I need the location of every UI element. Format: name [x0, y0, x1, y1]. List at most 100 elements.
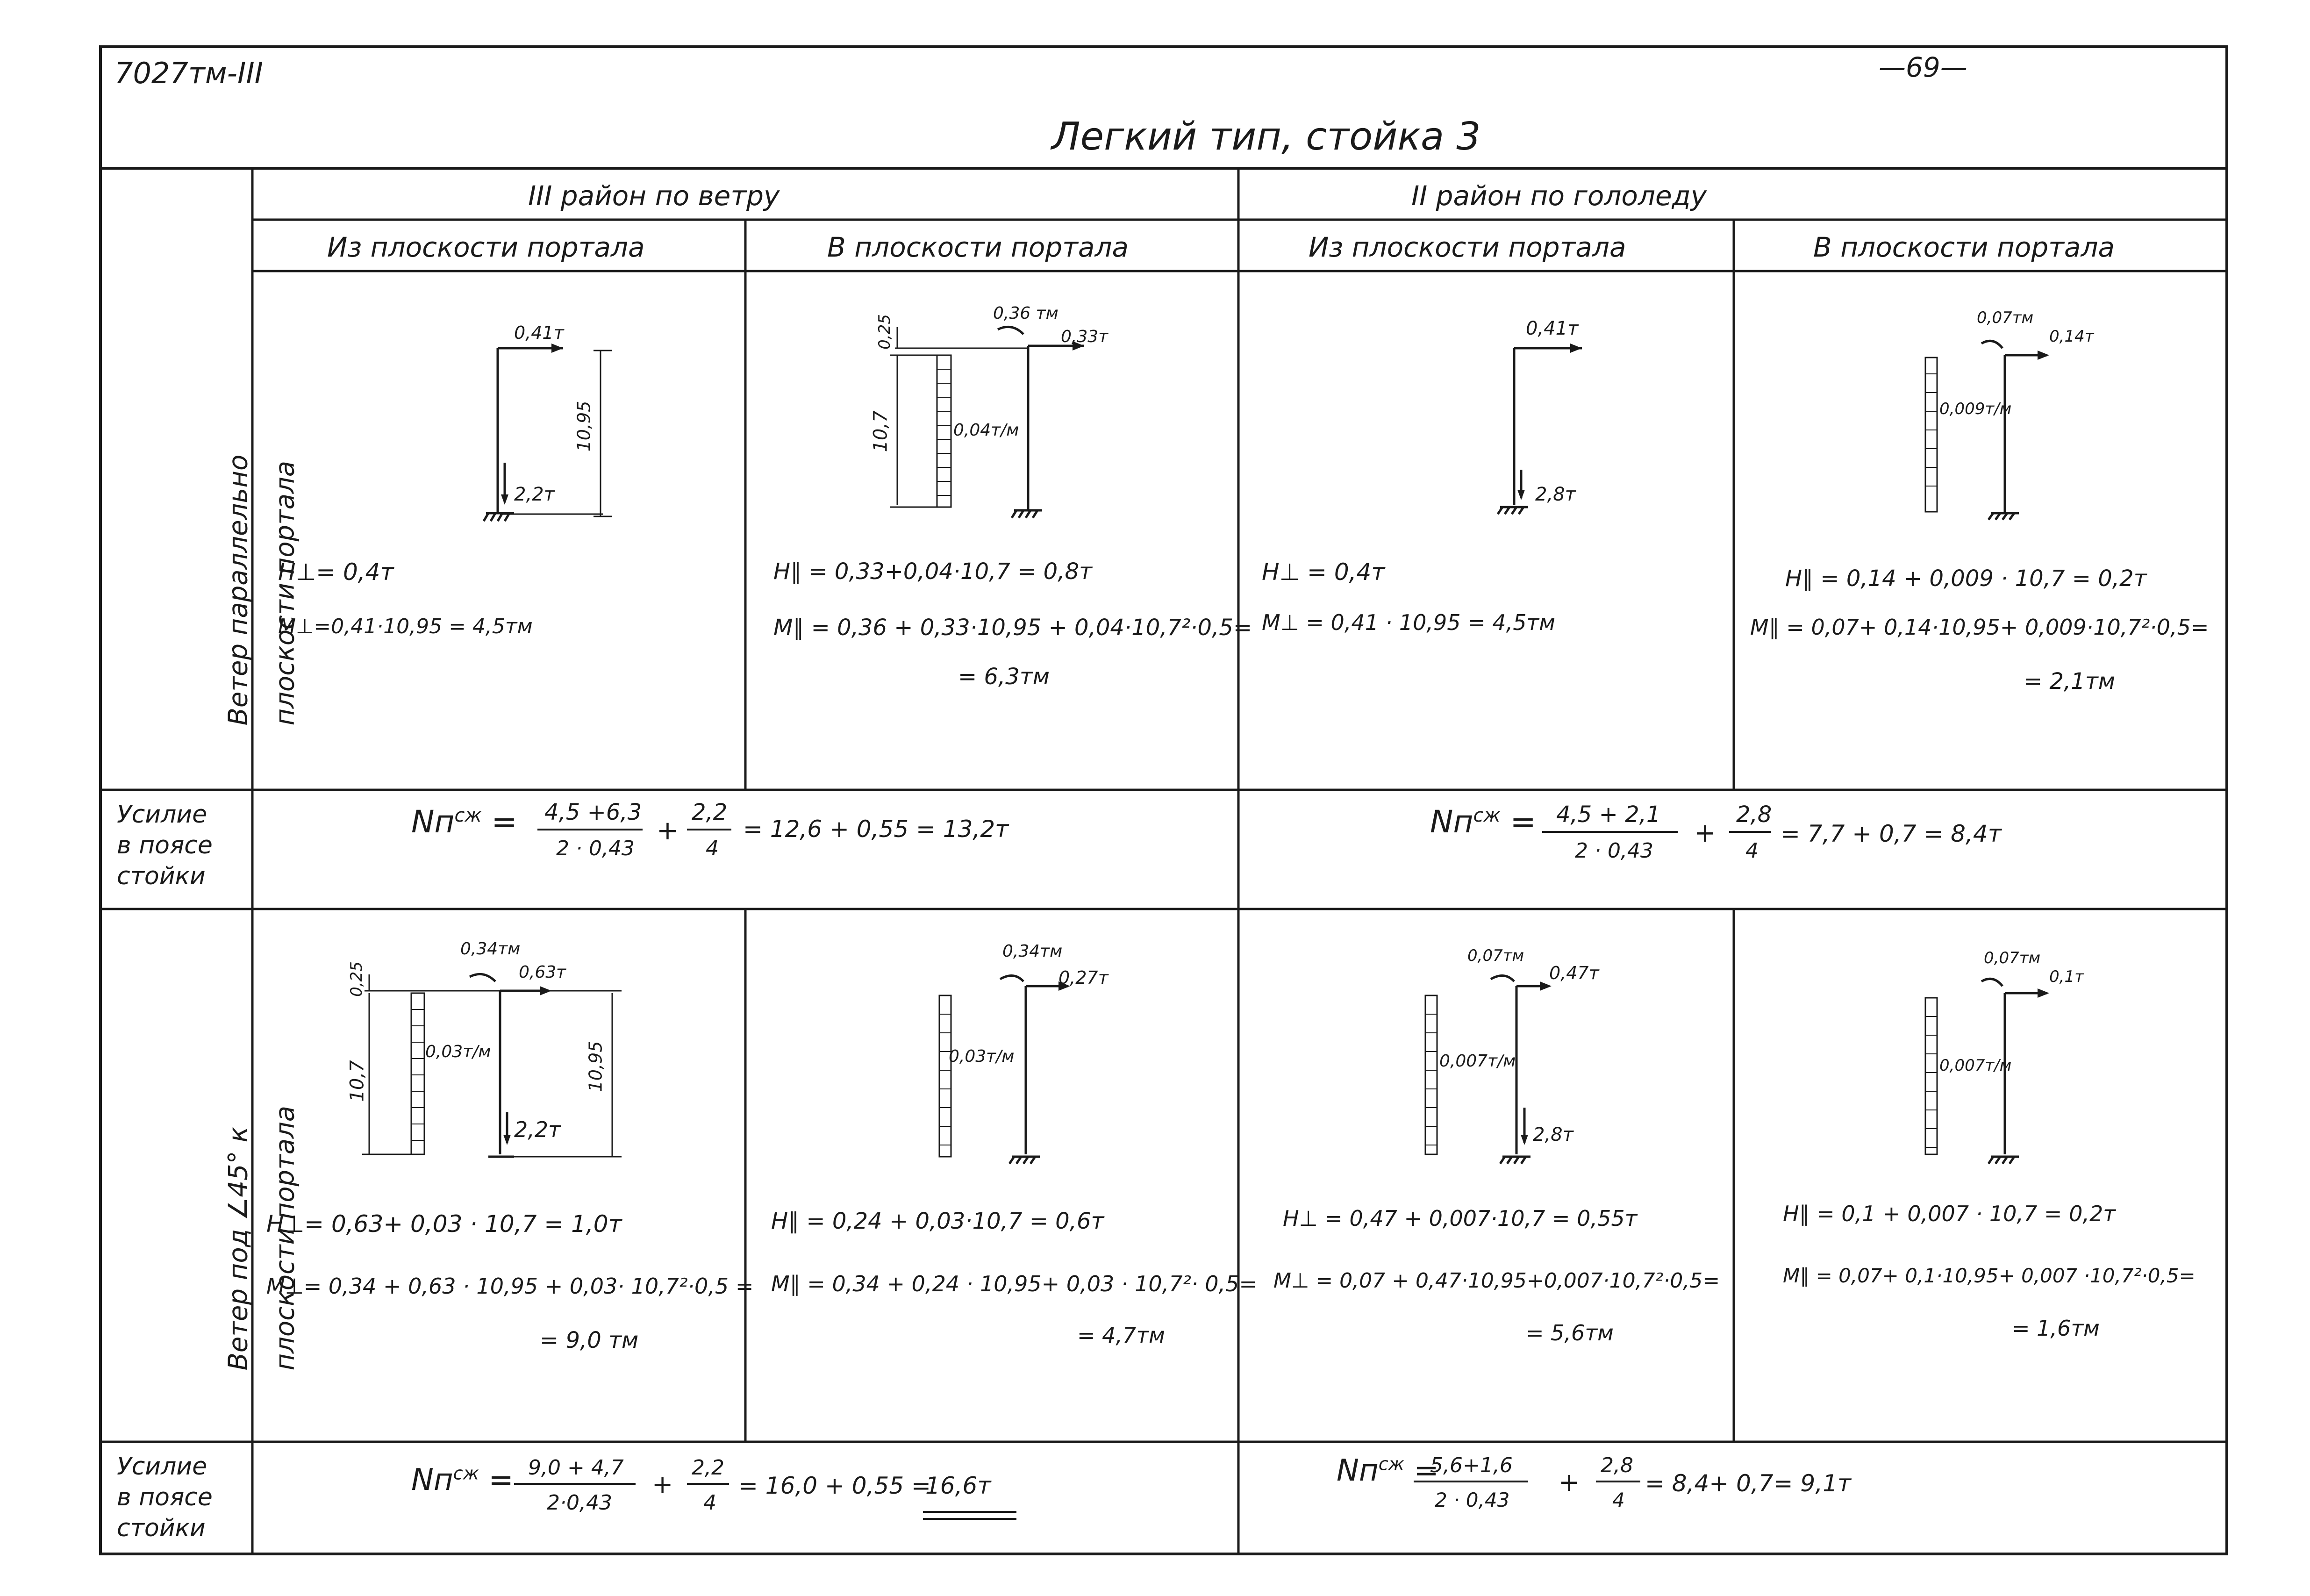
r3c1-offset: 0,25 [347, 961, 366, 997]
r3c1-formula-m: M⊥= 0,34 + 0,63 · 10,95 + 0,03· 10,7²·0,… [266, 1274, 754, 1299]
r1c1-load-vert: 2,2т [514, 484, 555, 505]
r1c2-formula-h: H∥ = 0,33+0,04·10,7 = 0,8т [773, 558, 1092, 585]
r3c4-moment: 0,07тм [1984, 949, 2041, 967]
subheader-c3: Из плоскости портала [1309, 231, 1626, 263]
r4-left-final: 16,6т [925, 1472, 991, 1499]
r2-left-num2: 2,2 [692, 799, 728, 825]
r3c3-load-top: 0,47т [1549, 963, 1599, 983]
r3c1-moment: 0,34тм [460, 939, 521, 959]
r1c2-dist: 0,04т/м [953, 421, 1019, 440]
r4-left-num2: 2,2 [692, 1456, 724, 1480]
r3c4-load-top: 0,1т [2049, 967, 2084, 986]
r2-right-den1: 2 · 0,43 [1575, 839, 1653, 863]
r1c1-load-top: 0,41т [514, 322, 564, 343]
r4-left-den1: 2·0,43 [547, 1491, 612, 1515]
r2-right-num1: 4,5 + 2,1 [1556, 802, 1661, 828]
diagram-r1c3 [1496, 344, 1582, 515]
r3c1-load-top: 0,63т [519, 963, 566, 982]
r1c1-formula-h: H⊥= 0,4т [278, 558, 394, 586]
outer-frame [99, 45, 2228, 1555]
row1-label-b: плоскости портала [270, 460, 300, 726]
r1c2-moment: 0,36 тм [993, 304, 1058, 323]
r2-right-den2: 4 [1745, 839, 1759, 863]
r1c4-formula-m-result: = 2,1тм [2024, 668, 2115, 694]
row2-label: Усилие в поясе стойки [117, 801, 213, 890]
subheader-c2: В плоскости портала [827, 231, 1129, 263]
diagram-r3c4 [1924, 977, 2049, 1165]
r4-left-den2: 4 [703, 1491, 716, 1515]
r1c2-height: 10,7 [870, 410, 892, 452]
r1c4-dist: 0,009т/м [1939, 400, 2012, 418]
r4-right-den2: 4 [1612, 1489, 1625, 1511]
r4-left-num1: 9,0 + 4,7 [528, 1456, 624, 1480]
r1c4-moment: 0,07тм [1977, 308, 2034, 327]
diagram-r3c2 [938, 974, 1070, 1165]
r3c3-formula-h: H⊥ = 0,47 + 0,007·10,7 = 0,55т [1283, 1206, 1638, 1231]
r3c1-height-left: 10,7 [346, 1060, 368, 1102]
r4-right-rest: = 8,4+ 0,7= 9,1т [1645, 1470, 1852, 1497]
r1c1-formula-m: M⊥=0,41·10,95 = 4,5тм [278, 615, 533, 638]
r2-left-rest: = 12,6 + 0,55 = 13,2т [743, 816, 1009, 843]
r3c1-formula-m-result: = 9,0 тм [540, 1327, 639, 1353]
r2-left-den2: 4 [706, 837, 719, 860]
r3c4-formula-m: M∥ = 0,07+ 0,1·10,95+ 0,007 ·10,7²·0,5= [1783, 1264, 2196, 1287]
r1c3-load-top: 0,41т [1526, 318, 1579, 339]
r3c4-dist: 0,007т/м [1939, 1056, 2012, 1075]
r3c2-load-top: 0,27т [1058, 967, 1109, 988]
r2-left-lhs: Nпсж = [411, 804, 517, 840]
r1c2-formula-m: M∥ = 0,36 + 0,33·10,95 + 0,04·10,7²·0,5= [773, 615, 1252, 641]
r1c4-formula-m: M∥ = 0,07+ 0,14·10,95+ 0,009·10,7²·0,5= [1750, 615, 2209, 640]
r1c3-load-vert: 2,8т [1535, 484, 1576, 505]
r1c4-formula-h: H∥ = 0,14 + 0,009 · 10,7 = 0,2т [1785, 565, 2147, 592]
r2-left-plus: + [657, 816, 679, 846]
r3c3-moment: 0,07тм [1467, 946, 1524, 965]
row4-label: Усилие в поясе стойки [117, 1453, 213, 1542]
diagram-r1c1 [482, 344, 612, 522]
r2-right-num2: 2,8 [1736, 802, 1772, 828]
r3c2-formula-m: M∥ = 0,34 + 0,24 · 10,95+ 0,03 · 10,7²· … [771, 1271, 1257, 1296]
row3-label-b: плоскости портала [270, 1105, 300, 1371]
r4-right-lhs: Nпсж = [1337, 1453, 1439, 1488]
r4-left-lhs: Nпсж = [411, 1463, 514, 1497]
r3c1-formula-h: H⊥= 0,63+ 0,03 · 10,7 = 1,0т [266, 1210, 622, 1238]
r1c2-load-top: 0,33т [1061, 327, 1109, 346]
r2-right-plus: + [1694, 818, 1716, 848]
r4-right-den1: 2 · 0,43 [1435, 1489, 1510, 1511]
subheader-c1: Из плоскости портала [327, 231, 645, 263]
page-title: Легкий тип, стойка 3 [1051, 115, 1481, 159]
page-number: —69— [1879, 51, 1967, 83]
r2-right-lhs: Nпсж = [1430, 804, 1536, 840]
r3c1-height-right: 10,95 [585, 1041, 606, 1092]
diagram-r1c4 [1924, 339, 2049, 521]
r1c2-formula-m-result: = 6,3тм [958, 664, 1050, 690]
diagram-r3c1 [362, 973, 622, 1158]
subheader-c4: В плоскости портала [1813, 231, 2115, 263]
r4-right-plus: + [1559, 1467, 1580, 1497]
r2-right-rest: = 7,7 + 0,7 = 8,4т [1781, 820, 2002, 847]
r4-left-plus: + [652, 1470, 673, 1499]
r1c3-formula-h: H⊥ = 0,4т [1262, 558, 1385, 586]
r3c3-load-vert: 2,8т [1533, 1124, 1573, 1145]
r3c2-moment: 0,34тм [1002, 942, 1063, 961]
r1c3-formula-m: M⊥ = 0,41 · 10,95 = 4,5тм [1262, 610, 1555, 635]
r3c4-formula-m-result: = 1,6тм [2012, 1316, 2100, 1341]
region-wind: III район по ветру [528, 180, 780, 212]
region-ice: II район по гололеду [1411, 180, 1707, 212]
r1c2-offset: 0,25 [875, 314, 894, 350]
r3c3-formula-m: M⊥ = 0,07 + 0,47·10,95+0,007·10,7²·0,5= [1273, 1269, 1720, 1293]
r3c3-formula-m-result: = 5,6тм [1526, 1320, 1614, 1346]
r3c2-formula-m-result: = 4,7тм [1077, 1323, 1165, 1348]
r2-left-num1: 4,5 +6,3 [544, 799, 642, 825]
doc-code: 7027тм-III [114, 56, 263, 90]
r4-right-num1: 5,6+1,6 [1430, 1453, 1513, 1477]
r3c1-load-vert: 2,2т [514, 1117, 561, 1142]
row3-label-a: Ветер под ∠45° к [223, 1126, 254, 1371]
r2-left-den1: 2 · 0,43 [556, 837, 635, 860]
r3c4-formula-h: H∥ = 0,1 + 0,007 · 10,7 = 0,2т [1783, 1201, 2116, 1226]
row1-label-a: Ветер параллельно [223, 454, 254, 726]
r4-left-rest: = 16,0 + 0,55 = [738, 1472, 931, 1499]
r1c4-load-top: 0,14т [2049, 327, 2094, 346]
diagram-r3c3 [1424, 974, 1552, 1165]
r3c2-dist: 0,03т/м [949, 1047, 1015, 1066]
fraction-bars [514, 829, 1771, 1520]
